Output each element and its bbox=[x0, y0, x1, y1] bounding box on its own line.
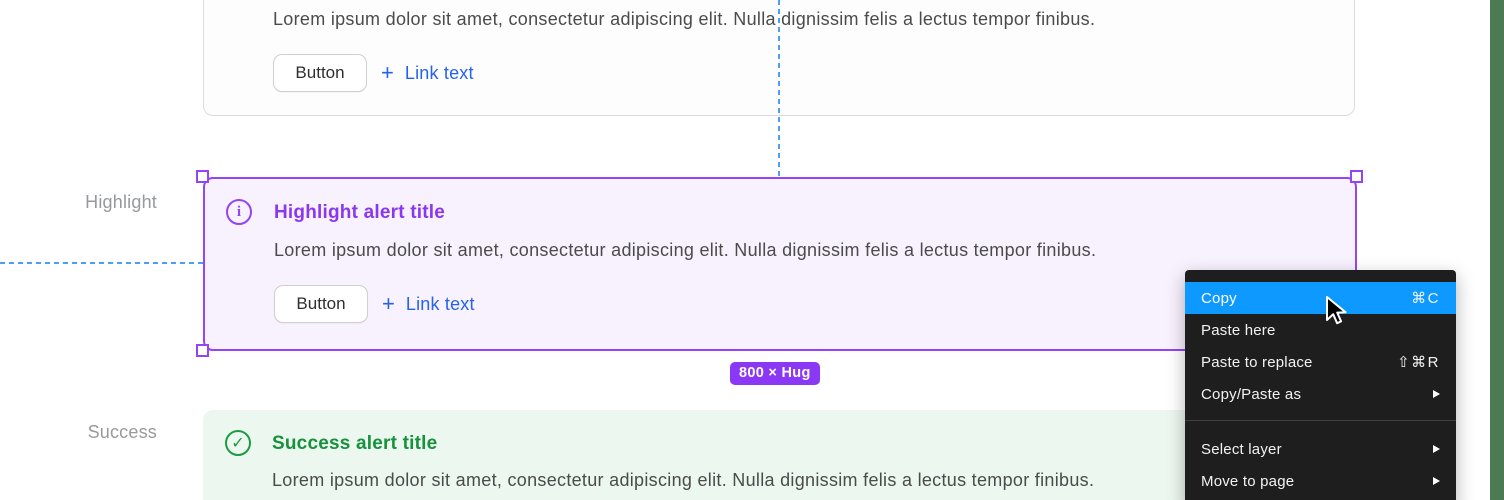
vertical-guide-line bbox=[778, 0, 780, 177]
alert-body-text: Lorem ipsum dolor sit amet, consectetur … bbox=[274, 240, 1097, 260]
alert-link[interactable]: + Link text bbox=[381, 61, 474, 85]
menu-item-paste-here[interactable]: Paste here bbox=[1185, 314, 1456, 346]
plus-icon: + bbox=[381, 60, 394, 85]
alert-link[interactable]: + Link text bbox=[382, 292, 475, 316]
menu-item-paste-to-replace[interactable]: Paste to replace ⇧⌘R bbox=[1185, 346, 1456, 378]
menu-item-copy-paste-as[interactable]: Copy/Paste as bbox=[1185, 378, 1456, 410]
menu-divider bbox=[1185, 420, 1456, 421]
plus-icon: + bbox=[382, 291, 395, 316]
menu-item-copy[interactable]: Copy ⌘C bbox=[1185, 282, 1456, 314]
menu-shortcut: ⌘C bbox=[1411, 290, 1440, 307]
side-label-success: Success bbox=[87, 422, 157, 442]
link-text-label: Link text bbox=[404, 62, 474, 83]
alert-title: Success alert title bbox=[272, 433, 438, 454]
menu-item-label: Select layer bbox=[1201, 440, 1282, 458]
alert-card-highlight[interactable]: i Highlight alert title Lorem ipsum dolo… bbox=[203, 177, 1357, 351]
menu-item-label: Copy/Paste as bbox=[1201, 385, 1302, 403]
green-canvas-object-edge bbox=[1490, 0, 1504, 500]
check-circle-icon: ✓ bbox=[225, 430, 251, 456]
context-menu: Copy ⌘C Paste here Paste to replace ⇧⌘R … bbox=[1185, 270, 1456, 500]
menu-item-select-layer[interactable]: Select layer bbox=[1185, 433, 1456, 465]
alert-title: Highlight alert title bbox=[274, 202, 445, 223]
menu-item-label: Copy bbox=[1201, 289, 1237, 307]
menu-item-move-to-page[interactable]: Move to page bbox=[1185, 465, 1456, 497]
alert-body-text: Lorem ipsum dolor sit amet, consectetur … bbox=[272, 470, 1095, 490]
submenu-arrow-icon bbox=[1433, 390, 1440, 398]
menu-item-label: Paste to replace bbox=[1201, 353, 1313, 371]
alert-button[interactable]: Button bbox=[274, 285, 368, 323]
cursor-pointer-icon bbox=[1326, 296, 1347, 325]
selection-handle-top-right[interactable] bbox=[1350, 170, 1363, 183]
side-label-highlight: Highlight bbox=[85, 192, 157, 212]
alert-card-success[interactable]: ✓ Success alert title Lorem ipsum dolor … bbox=[203, 410, 1357, 500]
menu-item-label: Move to page bbox=[1201, 472, 1295, 490]
check-icon-glyph: ✓ bbox=[231, 435, 245, 452]
alert-body-text: Lorem ipsum dolor sit amet, consectetur … bbox=[273, 9, 1096, 29]
submenu-arrow-icon bbox=[1433, 477, 1440, 485]
info-icon: i bbox=[226, 199, 252, 225]
link-text-label: Link text bbox=[405, 293, 475, 314]
selection-handle-bottom-left[interactable] bbox=[196, 344, 209, 357]
submenu-arrow-icon bbox=[1433, 445, 1440, 453]
selection-handle-top-left[interactable] bbox=[196, 170, 209, 183]
menu-item-label: Paste here bbox=[1201, 321, 1276, 339]
selection-size-badge: 800 × Hug bbox=[730, 362, 820, 385]
alert-button[interactable]: Button bbox=[273, 54, 367, 92]
info-icon-glyph: i bbox=[236, 203, 242, 220]
horizontal-guide-line bbox=[0, 262, 203, 264]
menu-shortcut: ⇧⌘R bbox=[1397, 354, 1440, 371]
